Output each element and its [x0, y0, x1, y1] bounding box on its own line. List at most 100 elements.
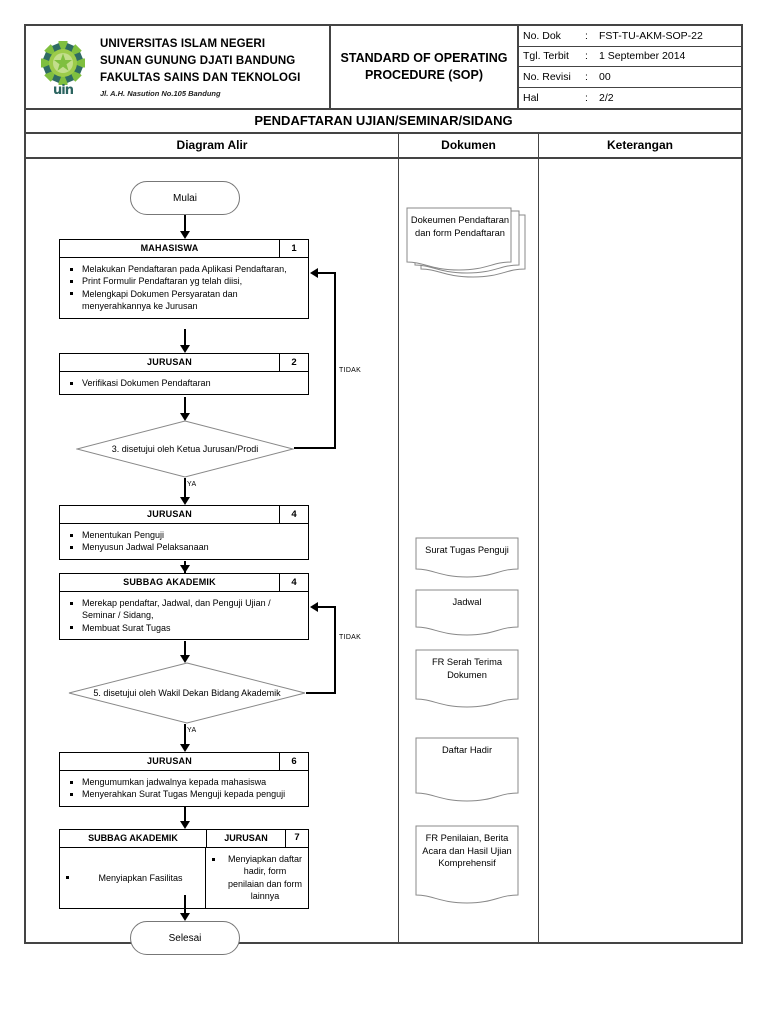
step-header: JURUSAN 4 — [60, 506, 308, 524]
diagram-alir-cell: Mulai MAHASISWA 1 Melakukan Pendaftaran … — [26, 159, 399, 955]
flow-step-jurusan-pengumuman: JURUSAN 6 Mengumumkan jadwalnya kepada m… — [59, 752, 309, 807]
meta-row-hal: Hal : 2/2 — [519, 88, 741, 109]
meta-value-no-dok: FST-TU-AKM-SOP-22 — [599, 29, 703, 42]
decision-diamond-shape — [76, 420, 294, 478]
dokumen-label: Dokeumen Pendaftaran dan form Pendaftara… — [410, 215, 510, 238]
step-item: Verifikasi Dokumen Pendaftaran — [64, 377, 302, 389]
flow-start-terminator: Mulai — [130, 181, 240, 215]
flow-step-jurusan-verifikasi: JURUSAN 2 Verifikasi Dokumen Pendaftaran — [59, 353, 309, 396]
step-item: Mengumumkan jadwalnya kepada mahasiswa — [64, 776, 302, 788]
flow-decision-ketua-jurusan: 3. disetujui oleh Ketua Jurusan/Prodi — [76, 420, 294, 478]
step-body: Merekap pendaftar, Jadwal, dan Penguji U… — [60, 592, 308, 639]
split-step-number: 7 — [294, 832, 300, 843]
sop-title-cell: STANDARD OF OPERATING PROCEDURE (SOP) — [331, 26, 519, 108]
step-number: 4 — [279, 574, 308, 591]
institution-line-3: FAKULTAS SAINS DAN TEKNOLOGI — [100, 72, 301, 84]
step-item: Menyusun Jadwal Pelaksanaan — [64, 541, 302, 553]
arrow-start-to-step1 — [180, 231, 190, 239]
meta-row-no-revisi: No. Revisi : 00 — [519, 67, 741, 88]
document-body: Mulai MAHASISWA 1 Melakukan Pendaftaran … — [26, 159, 741, 955]
document-shape-icon — [415, 649, 519, 708]
step-item: Merekap pendaftar, Jadwal, dan Penguji U… — [64, 597, 302, 622]
arrow-step1-to-step2 — [180, 345, 190, 353]
step-item: Menyiapkan Fasilitas — [64, 872, 201, 884]
connector-step1-to-step2 — [184, 329, 187, 347]
split-step-header: SUBBAG AKADEMIK JURUSAN 7 — [60, 830, 308, 848]
column-header-row: Diagram Alir Dokumen Keterangan — [26, 134, 741, 159]
split-body-left: Menyiapkan Fasilitas — [60, 848, 206, 908]
step-body: Menentukan Penguji Menyusun Jadwal Pelak… — [60, 524, 308, 559]
arrow-step3-to-step4 — [180, 565, 190, 573]
arrow-step4-to-decision2 — [180, 655, 190, 663]
document-meta-table: No. Dok : FST-TU-AKM-SOP-22 Tgl. Terbit … — [519, 26, 741, 108]
document-shape-icon — [415, 589, 519, 636]
arrow-decision2-no-to-step4 — [310, 602, 318, 612]
meta-label-tgl-terbit: Tgl. Terbit — [523, 50, 569, 63]
document-shape-icon — [415, 537, 519, 578]
step-body: Verifikasi Dokumen Pendaftaran — [60, 372, 308, 394]
step-number: 4 — [279, 506, 308, 523]
step-actor: JURUSAN — [147, 756, 192, 766]
step-header: JURUSAN 6 — [60, 753, 308, 771]
flow-decision-wakil-dekan: 5. disetujui oleh Wakil Dekan Bidang Aka… — [68, 662, 306, 724]
arrow-step2-to-decision1 — [180, 413, 190, 421]
step-item: Menentukan Penguji — [64, 529, 302, 541]
dokumen-label: Surat Tugas Penguji — [425, 545, 509, 555]
step-item: Menyerahkan Surat Tugas Menguji kepada p… — [64, 788, 302, 800]
step-item: Menyiapkan daftar hadir, form penilaian … — [210, 853, 304, 903]
uin-logo: uin — [32, 38, 94, 98]
connector-decision2-yes — [184, 724, 187, 748]
step-item: Print Formulir Pendaftaran yg telah diis… — [64, 275, 302, 287]
step-number: 6 — [279, 753, 308, 770]
sop-document-table: uin UNIVERSITAS ISLAM NEGERI SUNAN GUNUN… — [24, 24, 743, 955]
split-actor-left: SUBBAG AKADEMIK — [60, 830, 207, 847]
step-actor: SUBBAG AKADEMIK — [123, 577, 216, 587]
institution-line-2: SUNAN GUNUNG DJATI BANDUNG — [100, 55, 296, 67]
meta-separator: : — [585, 91, 588, 104]
split-body-right: Menyiapkan daftar hadir, form penilaian … — [206, 848, 308, 908]
decision2-yes-label: YA — [187, 727, 197, 734]
decision-label: 3. disetujui oleh Ketua Jurusan/Prodi — [111, 443, 259, 454]
connector-step4-to-decision2 — [184, 641, 187, 659]
flow-end-terminator: Selesai — [130, 921, 240, 955]
meta-value-no-revisi: 00 — [599, 70, 611, 83]
procedure-title: PENDAFTARAN UJIAN/SEMINAR/SIDANG — [26, 110, 741, 134]
institution-line-1: UNIVERSITAS ISLAM NEGERI — [100, 38, 266, 50]
arrow-decision2-yes — [180, 744, 190, 752]
dokumen-shape-surat-tugas: Surat Tugas Penguji — [415, 537, 519, 579]
decision1-no-label: TIDAK — [339, 367, 362, 374]
step-header: JURUSAN 2 — [60, 354, 308, 372]
institution-address: Jl. A.H. Nasution No.105 Bandung — [100, 89, 221, 98]
dokumen-label: Jadwal — [452, 597, 482, 607]
meta-value-tgl-terbit: 1 September 2014 — [599, 50, 686, 63]
dokumen-label: FR Serah Terima Dokumen — [431, 657, 503, 680]
dokumen-shape-pendaftaran: Dokeumen Pendaftaran dan form Pendaftara… — [405, 207, 527, 285]
connector-step5-to-step7 — [184, 806, 187, 825]
decision-label: 5. disetujui oleh Wakil Dekan Bidang Aka… — [93, 687, 281, 698]
split-actor-right: JURUSAN — [207, 830, 286, 847]
connector-decision2-no-up — [334, 607, 337, 694]
step-body: Mengumumkan jadwalnya kepada mahasiswa M… — [60, 771, 308, 806]
dokumen-shape-serah-terima: FR Serah Terima Dokumen — [415, 649, 519, 711]
step-body: Melakukan Pendaftaran pada Aplikasi Pend… — [60, 258, 308, 318]
decision-diamond-shape — [68, 662, 306, 724]
connector-decision2-no-right — [306, 692, 336, 695]
arrow-decision1-no-to-step1 — [310, 268, 318, 278]
meta-label-hal: Hal — [523, 91, 539, 104]
document-header: uin UNIVERSITAS ISLAM NEGERI SUNAN GUNUN… — [26, 26, 741, 110]
uin-wordmark: uin — [53, 83, 74, 98]
step-item: Melakukan Pendaftaran pada Aplikasi Pend… — [64, 263, 302, 275]
arrow-step7-to-end — [180, 913, 190, 921]
institution-name-block: UNIVERSITAS ISLAM NEGERI SUNAN GUNUNG DJ… — [94, 36, 327, 98]
meta-value-hal: 2/2 — [599, 91, 614, 104]
dokumen-shape-jadwal: Jadwal — [415, 589, 519, 637]
column-header-keterangan: Keterangan — [606, 138, 674, 152]
connector-decision1-no-into-step1 — [318, 272, 336, 275]
connector-decision1-no-up — [334, 273, 337, 449]
decision2-no-label: TIDAK — [339, 634, 362, 641]
connector-decision2-no-into-step4 — [318, 606, 336, 609]
dokumen-label: Daftar Hadir — [441, 745, 493, 755]
step-item: Melengkapi Dokumen Persyaratan dan menye… — [64, 288, 302, 313]
column-header-diagram-alir: Diagram Alir — [26, 134, 399, 157]
